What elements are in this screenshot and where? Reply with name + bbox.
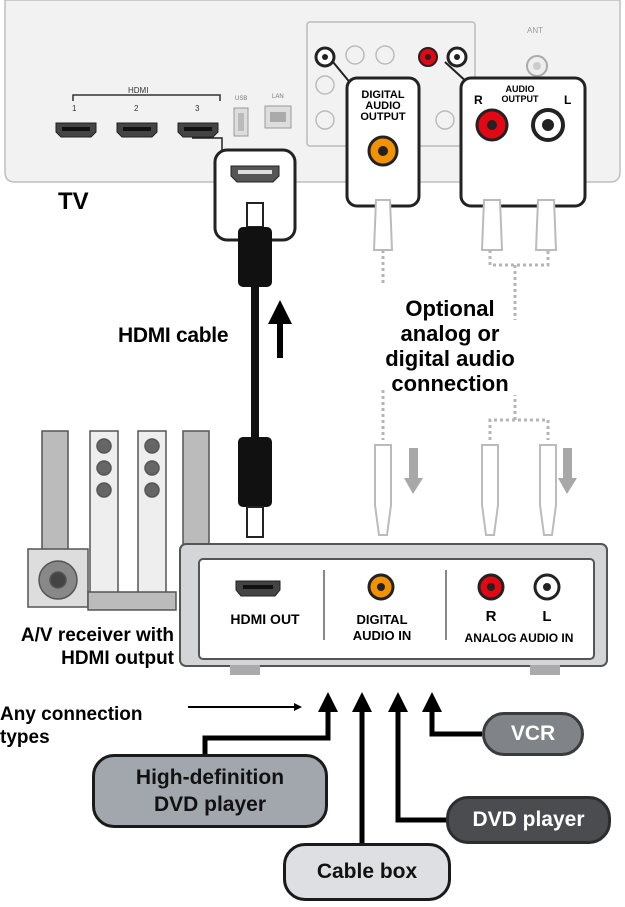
receiver-audio-plugs: [374, 444, 557, 536]
receiver-label: A/V receiver with HDMI output: [20, 625, 174, 669]
tv-hdmi-port-3-number: 3: [195, 104, 200, 113]
receiver-hdmi-out-port: [235, 580, 281, 597]
analog-l-label: L: [542, 608, 552, 625]
hd-dvd-player-source: High-definition DVD player: [92, 754, 328, 828]
audio-output-title: AUDIO OUTPUT: [501, 84, 539, 104]
hdmi-out-label: HDMI OUT: [230, 611, 300, 627]
tv-hdmi-port-1: [55, 122, 97, 138]
audio-output-l-label: L: [564, 93, 572, 107]
digital-audio-in-label: DIGITAL AUDIO IN: [352, 612, 412, 643]
digital-audio-output-label: DIGITAL AUDIO OUTPUT: [360, 89, 406, 123]
audio-output-callout: [444, 61, 587, 208]
analog-audio-in-label: ANALOG AUDIO IN: [464, 631, 574, 645]
tv-label: TV: [58, 188, 89, 215]
tv-hdmi-port-2-number: 2: [134, 104, 139, 113]
tv-hdmi-plug-callout: [192, 137, 297, 242]
any-connection-label: Any connection types: [0, 704, 143, 748]
tv-hdmi-port-2: [116, 122, 158, 138]
receiver-panel: [179, 543, 608, 675]
tv-hdmi-port-3: [177, 122, 219, 138]
audio-direction-arrows: [404, 448, 577, 494]
analog-r-label: R: [485, 608, 497, 625]
optional-audio-cable: [381, 250, 550, 440]
av-receiver-illustration: [27, 430, 210, 611]
tv-ant-label: ANT: [527, 26, 543, 35]
tv-usb-label: USB: [235, 96, 248, 102]
vcr-source: VCR: [482, 712, 584, 756]
audio-output-r-label: R: [474, 93, 483, 107]
tv-audio-plugs: [372, 199, 558, 251]
cable-box-source: Cable box: [283, 843, 451, 901]
hdmi-cable-label: HDMI cable: [118, 324, 229, 347]
dvd-player-source: DVD player: [446, 796, 611, 844]
optional-connection-label: Optional analog or digital audio connect…: [385, 296, 515, 396]
digital-audio-output-callout: [332, 61, 421, 208]
tv-lan-label: LAN: [272, 94, 284, 100]
source-arrows: [188, 692, 482, 843]
tv-hdmi-port-1-number: 1: [72, 104, 77, 113]
tv-hdmi-group-label: HDMI: [128, 86, 149, 95]
hdmi-cable-line: [238, 202, 292, 538]
